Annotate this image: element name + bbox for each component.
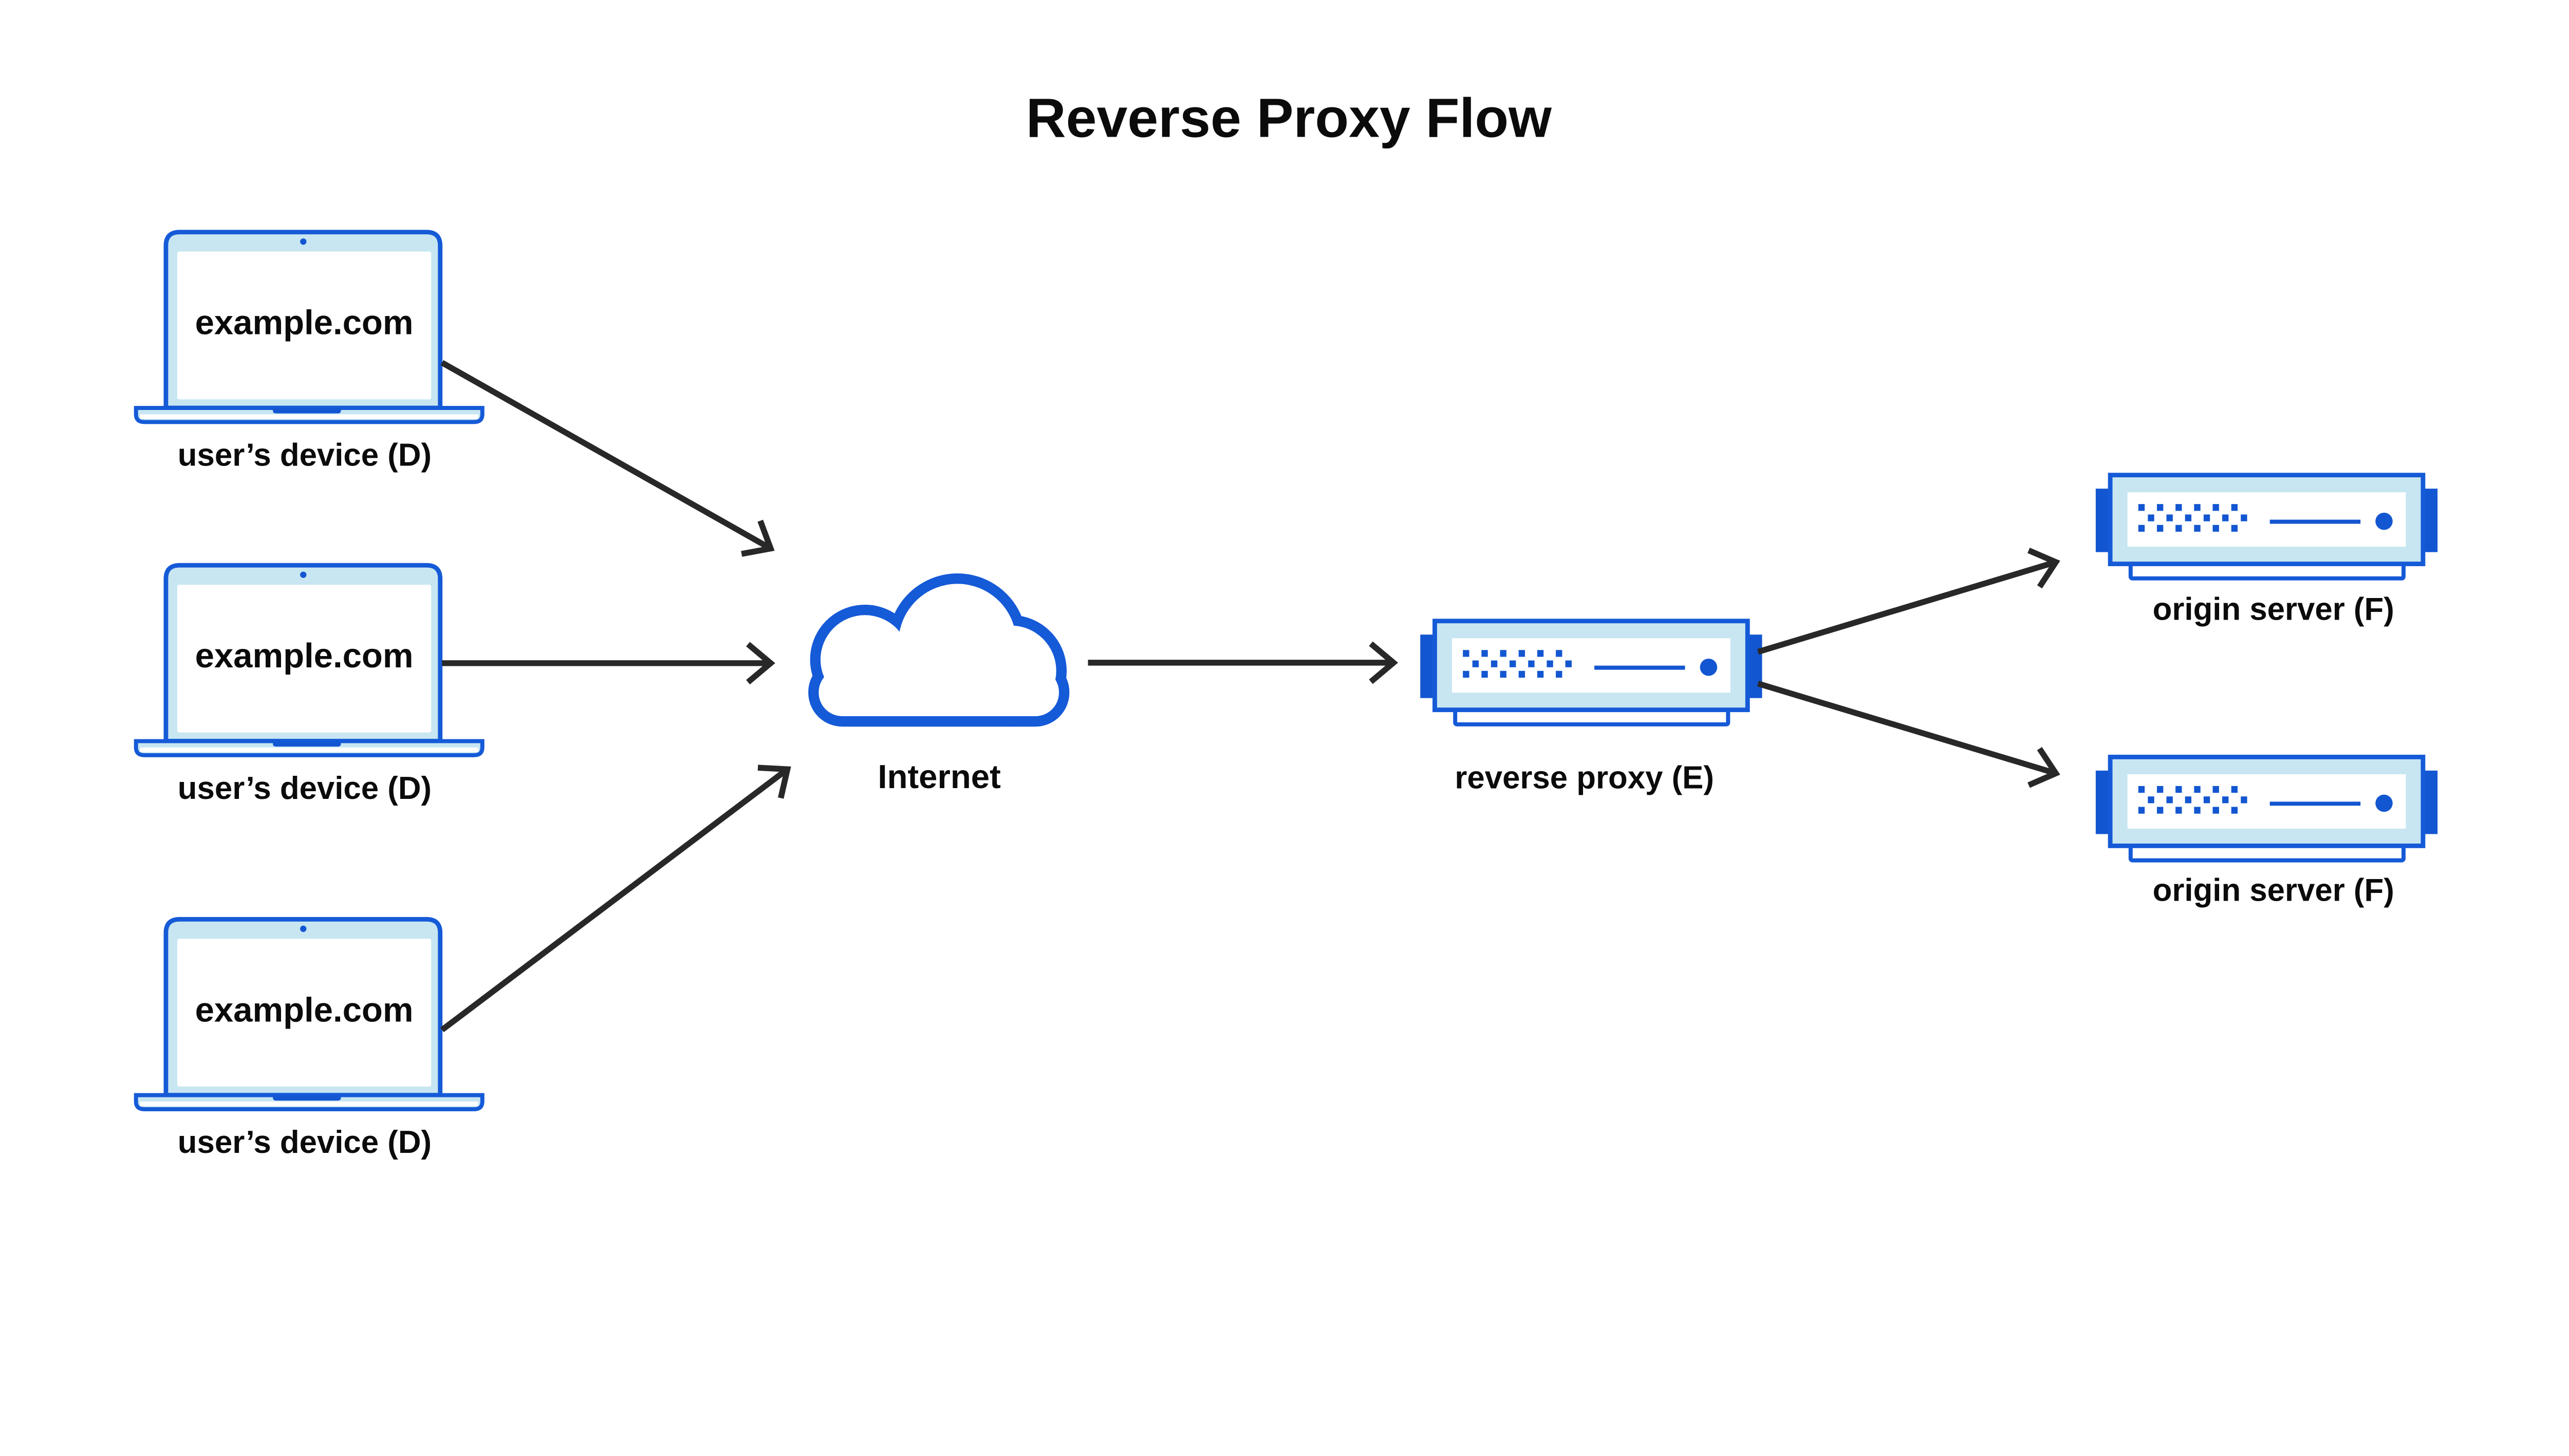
origin-server-1-label: origin server (F) bbox=[2153, 591, 2394, 627]
arrow-device2-to-internet bbox=[442, 644, 771, 682]
internet-cloud-icon bbox=[808, 573, 1070, 727]
arrow-reverse-proxy-to-origin2 bbox=[1757, 681, 2061, 792]
device-3-screen-text: example.com bbox=[195, 991, 414, 1029]
page-title: Reverse Proxy Flow bbox=[1026, 87, 1552, 148]
device-2-label: user’s device (D) bbox=[178, 771, 432, 806]
origin-server-2-label: origin server (F) bbox=[2153, 872, 2394, 908]
arrow-internet-to-reverse-proxy bbox=[1088, 644, 1394, 682]
arrow-device3-to-internet bbox=[440, 754, 799, 1033]
origin-server-2-icon bbox=[2096, 757, 2437, 860]
device-1-screen-text: example.com bbox=[195, 304, 414, 342]
cloud-fill bbox=[818, 584, 1059, 717]
reverse-proxy-label: reverse proxy (E) bbox=[1455, 760, 1714, 796]
internet-label: Internet bbox=[878, 758, 1000, 795]
reverse-proxy-server-icon bbox=[1420, 621, 1762, 724]
device-2-screen-text: example.com bbox=[195, 637, 414, 675]
device-3-label: user’s device (D) bbox=[178, 1125, 432, 1160]
arrow-device1-to-internet bbox=[440, 360, 780, 565]
arrow-reverse-proxy-to-origin1 bbox=[1757, 544, 2061, 655]
reverse-proxy-flow-diagram: Reverse Proxy Flow example.com example.c… bbox=[0, 87, 2569, 1160]
diagram-canvas: Reverse Proxy Flow example.com example.c… bbox=[0, 87, 2569, 1160]
device-1-label: user’s device (D) bbox=[178, 437, 432, 473]
origin-server-1-icon bbox=[2096, 475, 2437, 578]
